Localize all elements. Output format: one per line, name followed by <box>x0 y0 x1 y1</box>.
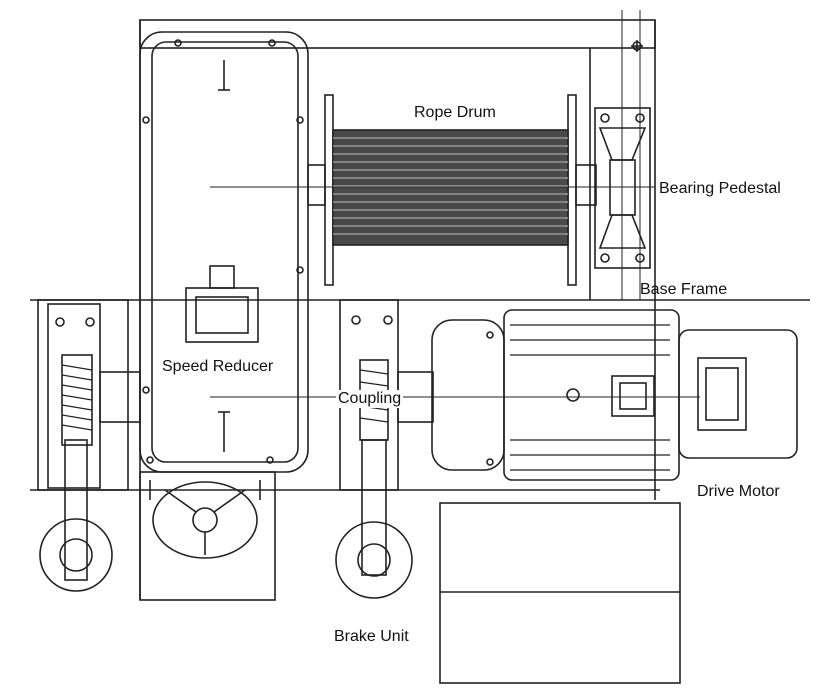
label-coupling: Coupling <box>336 390 404 408</box>
bearing-pedestal <box>594 107 651 269</box>
coupling <box>210 371 700 423</box>
label-drive-motor: Drive Motor <box>697 483 780 500</box>
label-brake-unit: Brake Unit <box>334 628 409 645</box>
label-base-frame: Base Frame <box>640 281 728 298</box>
label-rope-drum: Rope Drum <box>414 104 496 121</box>
handwheel <box>139 471 276 601</box>
rope-drum <box>307 94 597 286</box>
label-speed-reducer: Speed Reducer <box>160 358 276 376</box>
base-frame <box>30 10 810 600</box>
left-brake <box>37 299 141 592</box>
label-bearing-pedestal: Bearing Pedestal <box>657 180 783 198</box>
base-box <box>439 502 681 684</box>
middle-brake <box>335 299 413 599</box>
drive-motor <box>431 309 798 481</box>
speed-reducer <box>139 31 309 473</box>
